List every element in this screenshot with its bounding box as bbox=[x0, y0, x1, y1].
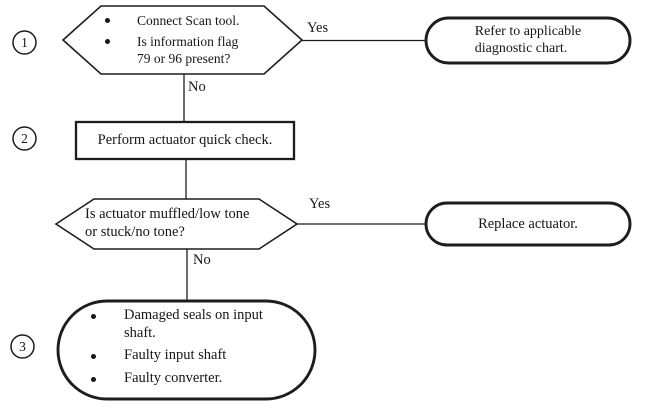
step3-causes-stadium bbox=[56, 299, 317, 401]
step2-result-text: Replace actuator. bbox=[478, 215, 578, 232]
step2-number: 2 bbox=[21, 130, 28, 146]
bullet-icon bbox=[91, 314, 96, 319]
bullet-text: Faulty converter. bbox=[124, 369, 223, 386]
list-item: Damaged seals on input shaft. bbox=[78, 307, 296, 342]
step2-result-stadium bbox=[424, 201, 632, 247]
bullet-text: Faulty input shaft bbox=[124, 347, 227, 363]
step3-number-circle bbox=[10, 334, 35, 359]
list-item: Faulty input shaft bbox=[78, 347, 296, 365]
bullet-icon bbox=[91, 376, 96, 382]
list-item: Connect Scan tool. bbox=[96, 12, 276, 29]
list-item: Faulty converter. bbox=[78, 370, 296, 388]
step2-action: Perform actuator quick check. bbox=[76, 122, 294, 159]
step3-causes-list: Damaged seals on input shaft. Faulty inp… bbox=[78, 307, 296, 387]
step2-decision-hexagon bbox=[54, 198, 299, 250]
bullet-icon bbox=[105, 39, 110, 44]
step2-action-rect bbox=[74, 120, 296, 161]
step2-yes-label: Yes bbox=[309, 196, 331, 212]
step3-number: 3 bbox=[19, 338, 26, 354]
bullet-icon bbox=[91, 354, 96, 359]
step1-yes-label: Yes bbox=[307, 20, 329, 36]
step2-result: Replace actuator. bbox=[426, 203, 630, 245]
step1-no-label: No bbox=[188, 79, 206, 95]
step2-action-text: Perform actuator quick check. bbox=[97, 132, 273, 148]
bullet-text: Is information flag 79 or 96 present? bbox=[137, 34, 239, 66]
step1-result: Refer to applicable diagnostic chart. bbox=[426, 18, 630, 63]
bullet-icon bbox=[105, 18, 110, 23]
bullet-text: Connect Scan tool. bbox=[137, 13, 240, 28]
list-item: Is information flag 79 or 96 present? bbox=[96, 33, 276, 67]
step2-decision-text: Is actuator muffled/low tone or stuck/no… bbox=[85, 206, 250, 240]
step1-decision-text: Connect Scan tool. Is information flag 7… bbox=[96, 12, 276, 67]
step2-no-label: No bbox=[193, 252, 211, 268]
step1-number: 1 bbox=[21, 34, 28, 50]
step1-result-text: Refer to applicable diagnostic chart. bbox=[474, 24, 582, 56]
step2-number-circle bbox=[12, 126, 37, 151]
step1-decision-hexagon bbox=[61, 5, 304, 75]
step1-number-circle bbox=[12, 30, 37, 55]
step1-result-stadium bbox=[424, 16, 632, 65]
bullet-text: Damaged seals on input shaft. bbox=[124, 307, 263, 341]
